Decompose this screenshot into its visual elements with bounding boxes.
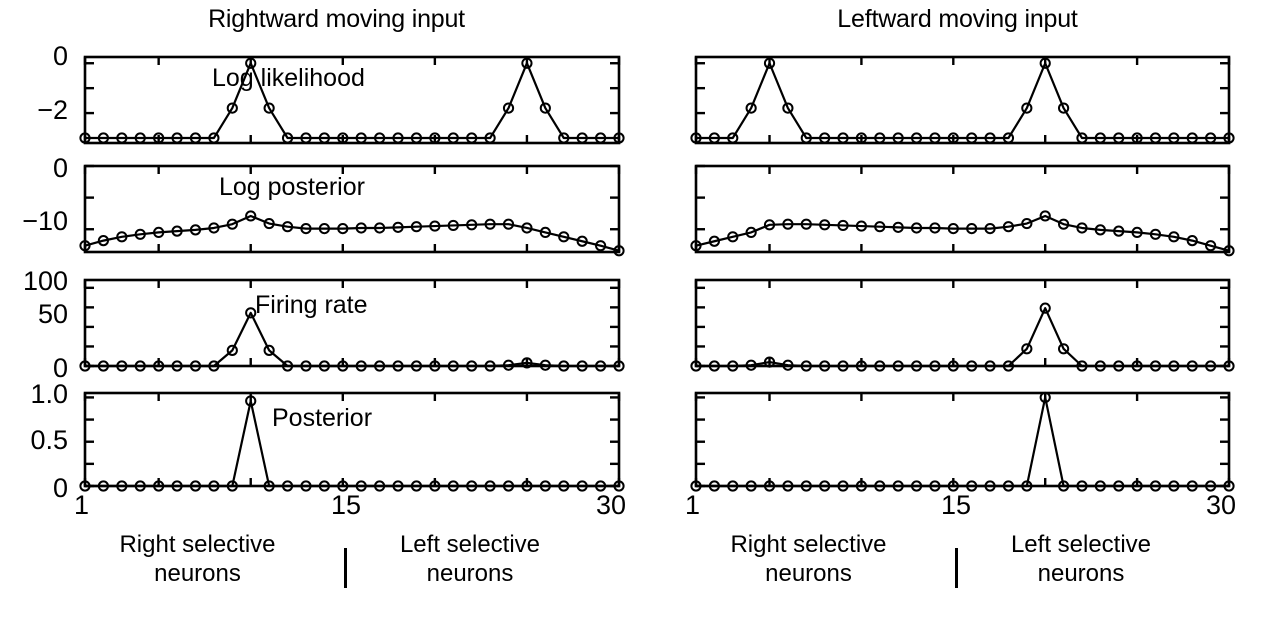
axis-caption-line2: neurons xyxy=(765,560,852,587)
ytick-po-05: 0.5 xyxy=(30,425,68,455)
axis-caption-right-left-selective: Left selective neurons xyxy=(981,530,1181,588)
panel-rightward-firing-rate xyxy=(79,277,625,372)
panel-leftward-log-posterior xyxy=(690,163,1235,257)
panel-label-posterior: Posterior xyxy=(272,404,373,432)
plot-leftward-posterior xyxy=(690,391,1235,492)
xtick-right-15: 15 xyxy=(941,490,972,520)
panel-rightward-log-posterior xyxy=(79,163,625,257)
plot-leftward-log-posterior xyxy=(690,164,1235,257)
ytick-fr-50: 50 xyxy=(37,299,68,329)
plot-leftward-log-likelihood xyxy=(690,55,1235,145)
caption-divider-right xyxy=(955,548,958,588)
panel-rightward-log-likelihood xyxy=(79,54,625,146)
panel-rightward-posterior xyxy=(79,390,625,492)
axis-caption-left-right-selective: Right selective neurons xyxy=(90,530,305,588)
xtick-right-30: 30 xyxy=(1206,490,1237,520)
axis-caption-left-left-selective: Left selective neurons xyxy=(370,530,570,588)
axis-caption-line1: Left selective xyxy=(399,531,541,558)
ytick-fr-0: 0 xyxy=(52,353,68,383)
xtick-left-15: 15 xyxy=(331,490,362,520)
xtick-left-30: 30 xyxy=(596,490,627,520)
xtick-right-1: 1 xyxy=(685,490,701,520)
plot-rightward-firing-rate xyxy=(79,278,625,372)
axis-caption-line1: Left selective xyxy=(1010,531,1152,558)
axis-caption-line1: Right selective xyxy=(730,531,887,558)
ytick-lp-m10: −10 xyxy=(22,206,68,236)
column-rightward: Rightward moving input 0 −2 0 −10 100 50… xyxy=(22,5,627,588)
column-title-leftward: Leftward moving input xyxy=(837,5,1078,33)
column-title-rightward: Rightward moving input xyxy=(208,5,465,33)
axis-caption-line2: neurons xyxy=(154,560,241,587)
plot-leftward-firing-rate xyxy=(690,278,1235,372)
plot-rightward-log-likelihood xyxy=(79,55,625,145)
panel-label-log-posterior: Log posterior xyxy=(219,173,365,201)
axis-caption-line1: Right selective xyxy=(119,531,276,558)
ytick-lp-0: 0 xyxy=(52,153,68,183)
panel-label-firing-rate: Firing rate xyxy=(255,291,368,319)
ytick-po-0: 0 xyxy=(52,473,68,503)
ytick-fr-100: 100 xyxy=(22,266,68,296)
panel-label-log-likelihood: Log likelihood xyxy=(212,64,365,92)
ytick-ll-m2: −2 xyxy=(37,95,68,125)
column-leftward: Leftward moving input 1 15 30 Right sele… xyxy=(633,0,1266,627)
axis-caption-right-right-selective: Right selective neurons xyxy=(701,530,916,588)
axis-caption-line2: neurons xyxy=(1037,560,1125,587)
ytick-ll-0: 0 xyxy=(52,41,68,71)
axis-caption-line2: neurons xyxy=(426,560,514,587)
xtick-left-1: 1 xyxy=(74,490,90,520)
panel-leftward-firing-rate xyxy=(690,277,1235,372)
caption-divider-left xyxy=(344,548,347,588)
plot-rightward-log-posterior xyxy=(79,164,625,257)
panel-leftward-log-likelihood xyxy=(690,54,1235,146)
ytick-po-1: 1.0 xyxy=(30,379,68,409)
plot-rightward-posterior xyxy=(79,391,625,492)
panel-leftward-posterior xyxy=(690,390,1235,492)
